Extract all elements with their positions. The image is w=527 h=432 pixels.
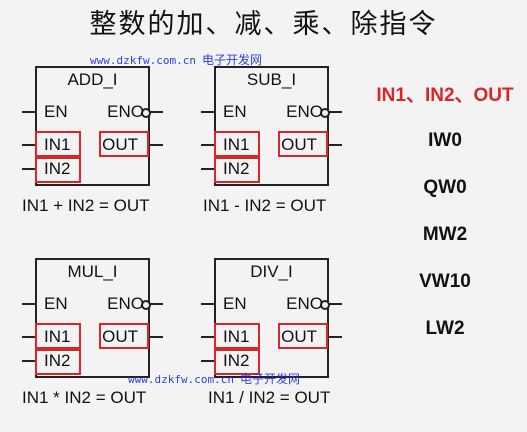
watermark-url: www.dzkfw.com.cn [128, 373, 234, 386]
operand-header: IN1、IN2、OUT [376, 85, 514, 106]
in1-highlight [214, 323, 260, 349]
eno-wire [329, 111, 342, 113]
in1-highlight [35, 323, 81, 349]
in2-wire [22, 360, 35, 362]
operand-item: LW2 [425, 318, 465, 339]
div-i-block: DIV_I EN ENO IN1 IN2 OUT [201, 258, 342, 378]
eno-negation-circle [320, 300, 330, 310]
out-label: OUT [102, 135, 138, 154]
in2-wire [22, 168, 35, 170]
en-label: EN [44, 102, 68, 121]
in2-label: IN2 [44, 351, 71, 370]
out-highlight [278, 323, 328, 349]
out-highlight [99, 323, 149, 349]
eno-negation-circle [320, 108, 330, 118]
out-highlight [99, 131, 149, 157]
in1-wire [201, 144, 214, 146]
in2-label: IN2 [223, 351, 250, 370]
in2-highlight [35, 349, 81, 375]
watermark-bottom: www.dzkfw.com.cn 电子开发网 [128, 370, 300, 387]
operand-item: VW10 [419, 271, 471, 292]
block-name: ADD_I [67, 70, 118, 89]
eno-negation-circle [141, 108, 151, 118]
out-highlight [278, 131, 328, 157]
sub-formula: IN1 - IN2 = OUT [203, 196, 327, 215]
sub-i-block: SUB_I EN ENO IN1 IN2 OUT [201, 66, 342, 186]
out-wire [150, 336, 163, 338]
en-label: EN [44, 294, 68, 313]
add-formula: IN1 + IN2 = OUT [22, 196, 150, 215]
en-wire [201, 303, 214, 305]
in1-highlight [214, 131, 260, 157]
in2-wire [201, 168, 214, 170]
in1-label: IN1 [223, 135, 250, 154]
operand-item: IW0 [428, 130, 462, 151]
en-wire [201, 111, 214, 113]
out-label: OUT [281, 135, 317, 154]
in2-wire [201, 360, 214, 362]
mul-i-block: MUL_I EN ENO IN1 IN2 OUT [22, 258, 163, 378]
in2-label: IN2 [223, 159, 250, 178]
en-label: EN [223, 102, 247, 121]
in1-label: IN1 [44, 327, 71, 346]
out-wire [329, 336, 342, 338]
in2-highlight [214, 157, 260, 183]
operand-item: MW2 [422, 224, 468, 245]
div-formula: IN1 / IN2 = OUT [208, 388, 331, 407]
eno-label: ENO [107, 102, 144, 121]
out-wire [150, 144, 163, 146]
out-wire [329, 144, 342, 146]
block-name: SUB_I [246, 70, 297, 89]
in1-wire [201, 336, 214, 338]
watermark-url: www.dzkfw.com.cn [90, 54, 196, 67]
operand-item: QW0 [423, 177, 467, 198]
eno-label: ENO [107, 294, 144, 313]
in1-highlight [35, 131, 81, 157]
in2-label: IN2 [44, 159, 71, 178]
watermark-top: www.dzkfw.com.cn 电子开发网 [90, 51, 262, 68]
out-label: OUT [281, 327, 317, 346]
in1-label: IN1 [223, 327, 250, 346]
block-name: DIV_I [250, 262, 293, 281]
in1-wire [22, 336, 35, 338]
mul-formula: IN1 * IN2 = OUT [22, 388, 147, 407]
block-name: MUL_I [67, 262, 118, 281]
out-label: OUT [102, 327, 138, 346]
watermark-label: 电子开发网 [239, 372, 300, 386]
in2-highlight [35, 157, 81, 183]
eno-wire [329, 303, 342, 305]
in2-highlight [214, 349, 260, 375]
en-wire [22, 303, 35, 305]
en-label: EN [223, 294, 247, 313]
en-wire [22, 111, 35, 113]
add-i-block: ADD_I EN ENO IN1 IN2 OUT [22, 66, 163, 186]
eno-negation-circle [141, 300, 151, 310]
watermark-label: 电子开发网 [201, 53, 262, 67]
page-title: 整数的加、减、乘、除指令 [89, 9, 438, 40]
eno-label: ENO [286, 294, 323, 313]
in1-wire [22, 144, 35, 146]
eno-label: ENO [286, 102, 323, 121]
eno-wire [150, 111, 163, 113]
in1-label: IN1 [44, 135, 71, 154]
eno-wire [150, 303, 163, 305]
